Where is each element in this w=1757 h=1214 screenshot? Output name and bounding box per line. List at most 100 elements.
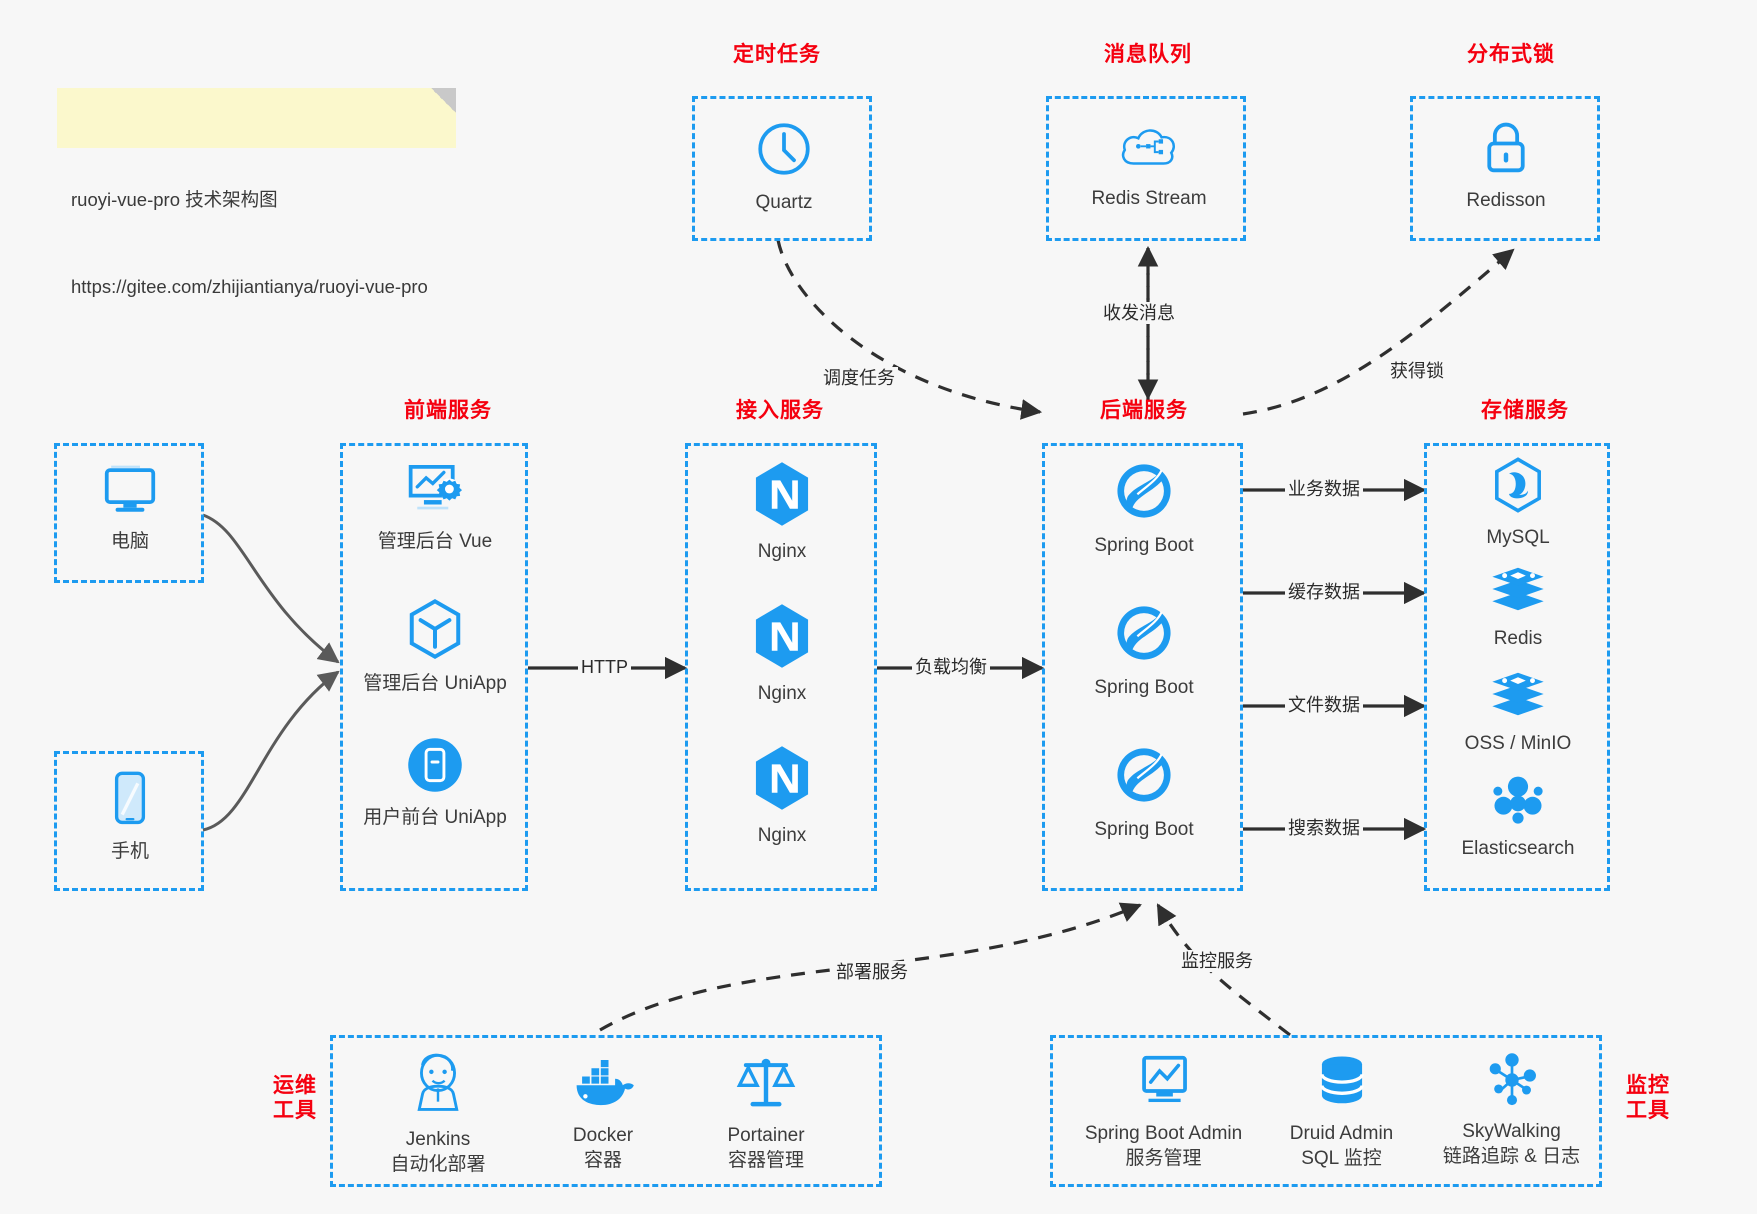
group-access: Nginx Nginx Nginx: [685, 443, 877, 891]
node-label: 管理后台 Vue: [377, 531, 493, 552]
spring-boot-icon: [1113, 602, 1175, 669]
group-title-monitoring: 监控 工具: [1626, 1074, 1670, 1122]
node-redis-stream[interactable]: Redis Stream: [1074, 119, 1224, 211]
node-label: OSS / MinIO: [1464, 733, 1572, 754]
elasticsearch-icon: [1490, 773, 1546, 830]
group-title-scheduled-task: 定时任务: [733, 43, 821, 66]
jenkins-icon: [408, 1052, 468, 1121]
edge-label-acquire-lock: 获得锁: [1387, 360, 1447, 382]
node-redis[interactable]: Redis: [1443, 563, 1593, 651]
node-druid-admin[interactable]: Druid Admin SQL 监控: [1259, 1052, 1424, 1171]
node-spring-boot-1[interactable]: Spring Boot: [1069, 460, 1219, 558]
edge-pc-to-frontend: [202, 513, 340, 664]
node-admin-uniapp[interactable]: 管理后台 UniApp: [360, 598, 510, 696]
node-mysql[interactable]: MySQL: [1443, 456, 1593, 550]
node-label: MySQL: [1486, 527, 1550, 548]
node-label: Spring Boot: [1094, 819, 1194, 840]
note-line-2: https://gitee.com/zhijiantianya/ruoyi-vu…: [71, 276, 428, 297]
node-label: Redis: [1493, 628, 1543, 649]
group-title-access: 接入服务: [736, 399, 824, 422]
edge-label-monitor-service: 监控服务: [1178, 950, 1256, 972]
monitor-chart-icon: [1133, 1052, 1195, 1115]
docker-icon: [570, 1052, 636, 1117]
group-title-message-queue: 消息队列: [1104, 43, 1192, 66]
node-label: Redisson: [1466, 190, 1546, 211]
node-skywalking[interactable]: SkyWalking 链路追踪 & 日志: [1424, 1052, 1599, 1169]
dashboard-gear-icon: [404, 460, 466, 523]
node-label: Nginx: [757, 825, 807, 846]
group-title-distributed-lock: 分布式锁: [1467, 43, 1555, 66]
edge-label-schedule-task: 调度任务: [820, 367, 898, 389]
node-admin-vue[interactable]: 管理后台 Vue: [360, 460, 510, 554]
edge-schedule-task: [776, 239, 1043, 420]
node-oss-minio[interactable]: OSS / MinIO: [1443, 668, 1593, 756]
edge-label-load-balance: 负载均衡: [912, 656, 990, 678]
node-nginx-3[interactable]: Nginx: [707, 744, 857, 848]
group-message-queue: Redis Stream: [1046, 96, 1246, 241]
group-client-pc: 电脑: [54, 443, 204, 583]
node-docker[interactable]: Docker 容器: [528, 1052, 678, 1173]
diagram-note: ruoyi-vue-pro 技术架构图 https://gitee.com/zh…: [57, 88, 456, 297]
node-quartz[interactable]: Quartz: [709, 119, 859, 215]
node-pc[interactable]: 电脑: [56, 462, 204, 554]
node-label: Nginx: [757, 541, 807, 562]
database-icon: [1314, 1052, 1370, 1115]
group-devops: Jenkins 自动化部署 Docker 容器: [330, 1035, 882, 1187]
node-label: Quartz: [755, 192, 813, 213]
edge-label-cache-data: 缓存数据: [1285, 581, 1363, 603]
node-sublabel: 容器管理: [727, 1150, 804, 1171]
node-label: Portainer: [727, 1125, 805, 1146]
node-label: Spring Boot: [1094, 535, 1194, 556]
node-label: Spring Boot Admin: [1084, 1123, 1243, 1144]
node-sublabel: 服务管理: [1125, 1148, 1202, 1169]
node-label: Elasticsearch: [1461, 838, 1575, 859]
oss-minio-icon: [1489, 668, 1547, 725]
note-line-1: ruoyi-vue-pro 技术架构图: [71, 189, 278, 210]
node-redisson[interactable]: Redisson: [1431, 119, 1581, 213]
group-client-mobile: 手机: [54, 751, 204, 891]
cube-icon: [406, 598, 464, 665]
node-nginx-1[interactable]: Nginx: [707, 460, 857, 564]
node-label: Jenkins: [405, 1129, 471, 1150]
node-user-uniapp[interactable]: 用户前台 UniApp: [360, 736, 510, 830]
node-elasticsearch[interactable]: Elasticsearch: [1443, 773, 1593, 861]
node-label: 用户前台 UniApp: [363, 807, 507, 828]
edge-label-send-receive: 收发消息: [1100, 302, 1178, 324]
node-mobile[interactable]: 手机: [56, 770, 204, 864]
node-portainer[interactable]: Portainer 容器管理: [691, 1052, 841, 1173]
spring-boot-icon: [1113, 744, 1175, 811]
edge-label-deploy-service: 部署服务: [833, 961, 911, 983]
node-sublabel: 自动化部署: [390, 1154, 486, 1175]
node-spring-boot-3[interactable]: Spring Boot: [1069, 744, 1219, 842]
group-title-backend: 后端服务: [1100, 399, 1188, 422]
node-spring-boot-2[interactable]: Spring Boot: [1069, 602, 1219, 700]
edge-label-search-data: 搜索数据: [1285, 817, 1363, 839]
node-label: 手机: [110, 841, 149, 862]
spring-boot-icon: [1113, 460, 1175, 527]
edge-mobile-to-frontend: [202, 670, 340, 832]
group-title-frontend: 前端服务: [404, 399, 492, 422]
monitor-icon: [99, 462, 161, 523]
group-distributed-lock: Redisson: [1410, 96, 1600, 241]
node-label: 管理后台 UniApp: [363, 673, 507, 694]
network-nodes-icon: [1483, 1052, 1541, 1113]
node-jenkins[interactable]: Jenkins 自动化部署: [363, 1052, 513, 1177]
edge-label-http: HTTP: [578, 656, 631, 678]
nginx-icon: [751, 460, 813, 533]
redis-icon: [1489, 563, 1547, 620]
node-label: 电脑: [110, 531, 149, 552]
edge-label-file-data: 文件数据: [1285, 694, 1363, 716]
node-sublabel: 链路追踪 & 日志: [1442, 1146, 1581, 1167]
group-storage: MySQL Redis: [1424, 443, 1610, 891]
node-sublabel: SQL 监控: [1301, 1148, 1382, 1169]
edge-label-business-data: 业务数据: [1285, 478, 1363, 500]
node-label: Redis Stream: [1091, 188, 1207, 209]
node-spring-boot-admin[interactable]: Spring Boot Admin 服务管理: [1071, 1052, 1256, 1171]
node-nginx-2[interactable]: Nginx: [707, 602, 857, 706]
group-title-storage: 存储服务: [1481, 399, 1569, 422]
group-title-devops: 运维 工具: [273, 1074, 317, 1122]
mysql-icon: [1490, 456, 1546, 519]
cloud-stream-icon: [1118, 119, 1180, 180]
note-fold-corner: [431, 88, 456, 113]
